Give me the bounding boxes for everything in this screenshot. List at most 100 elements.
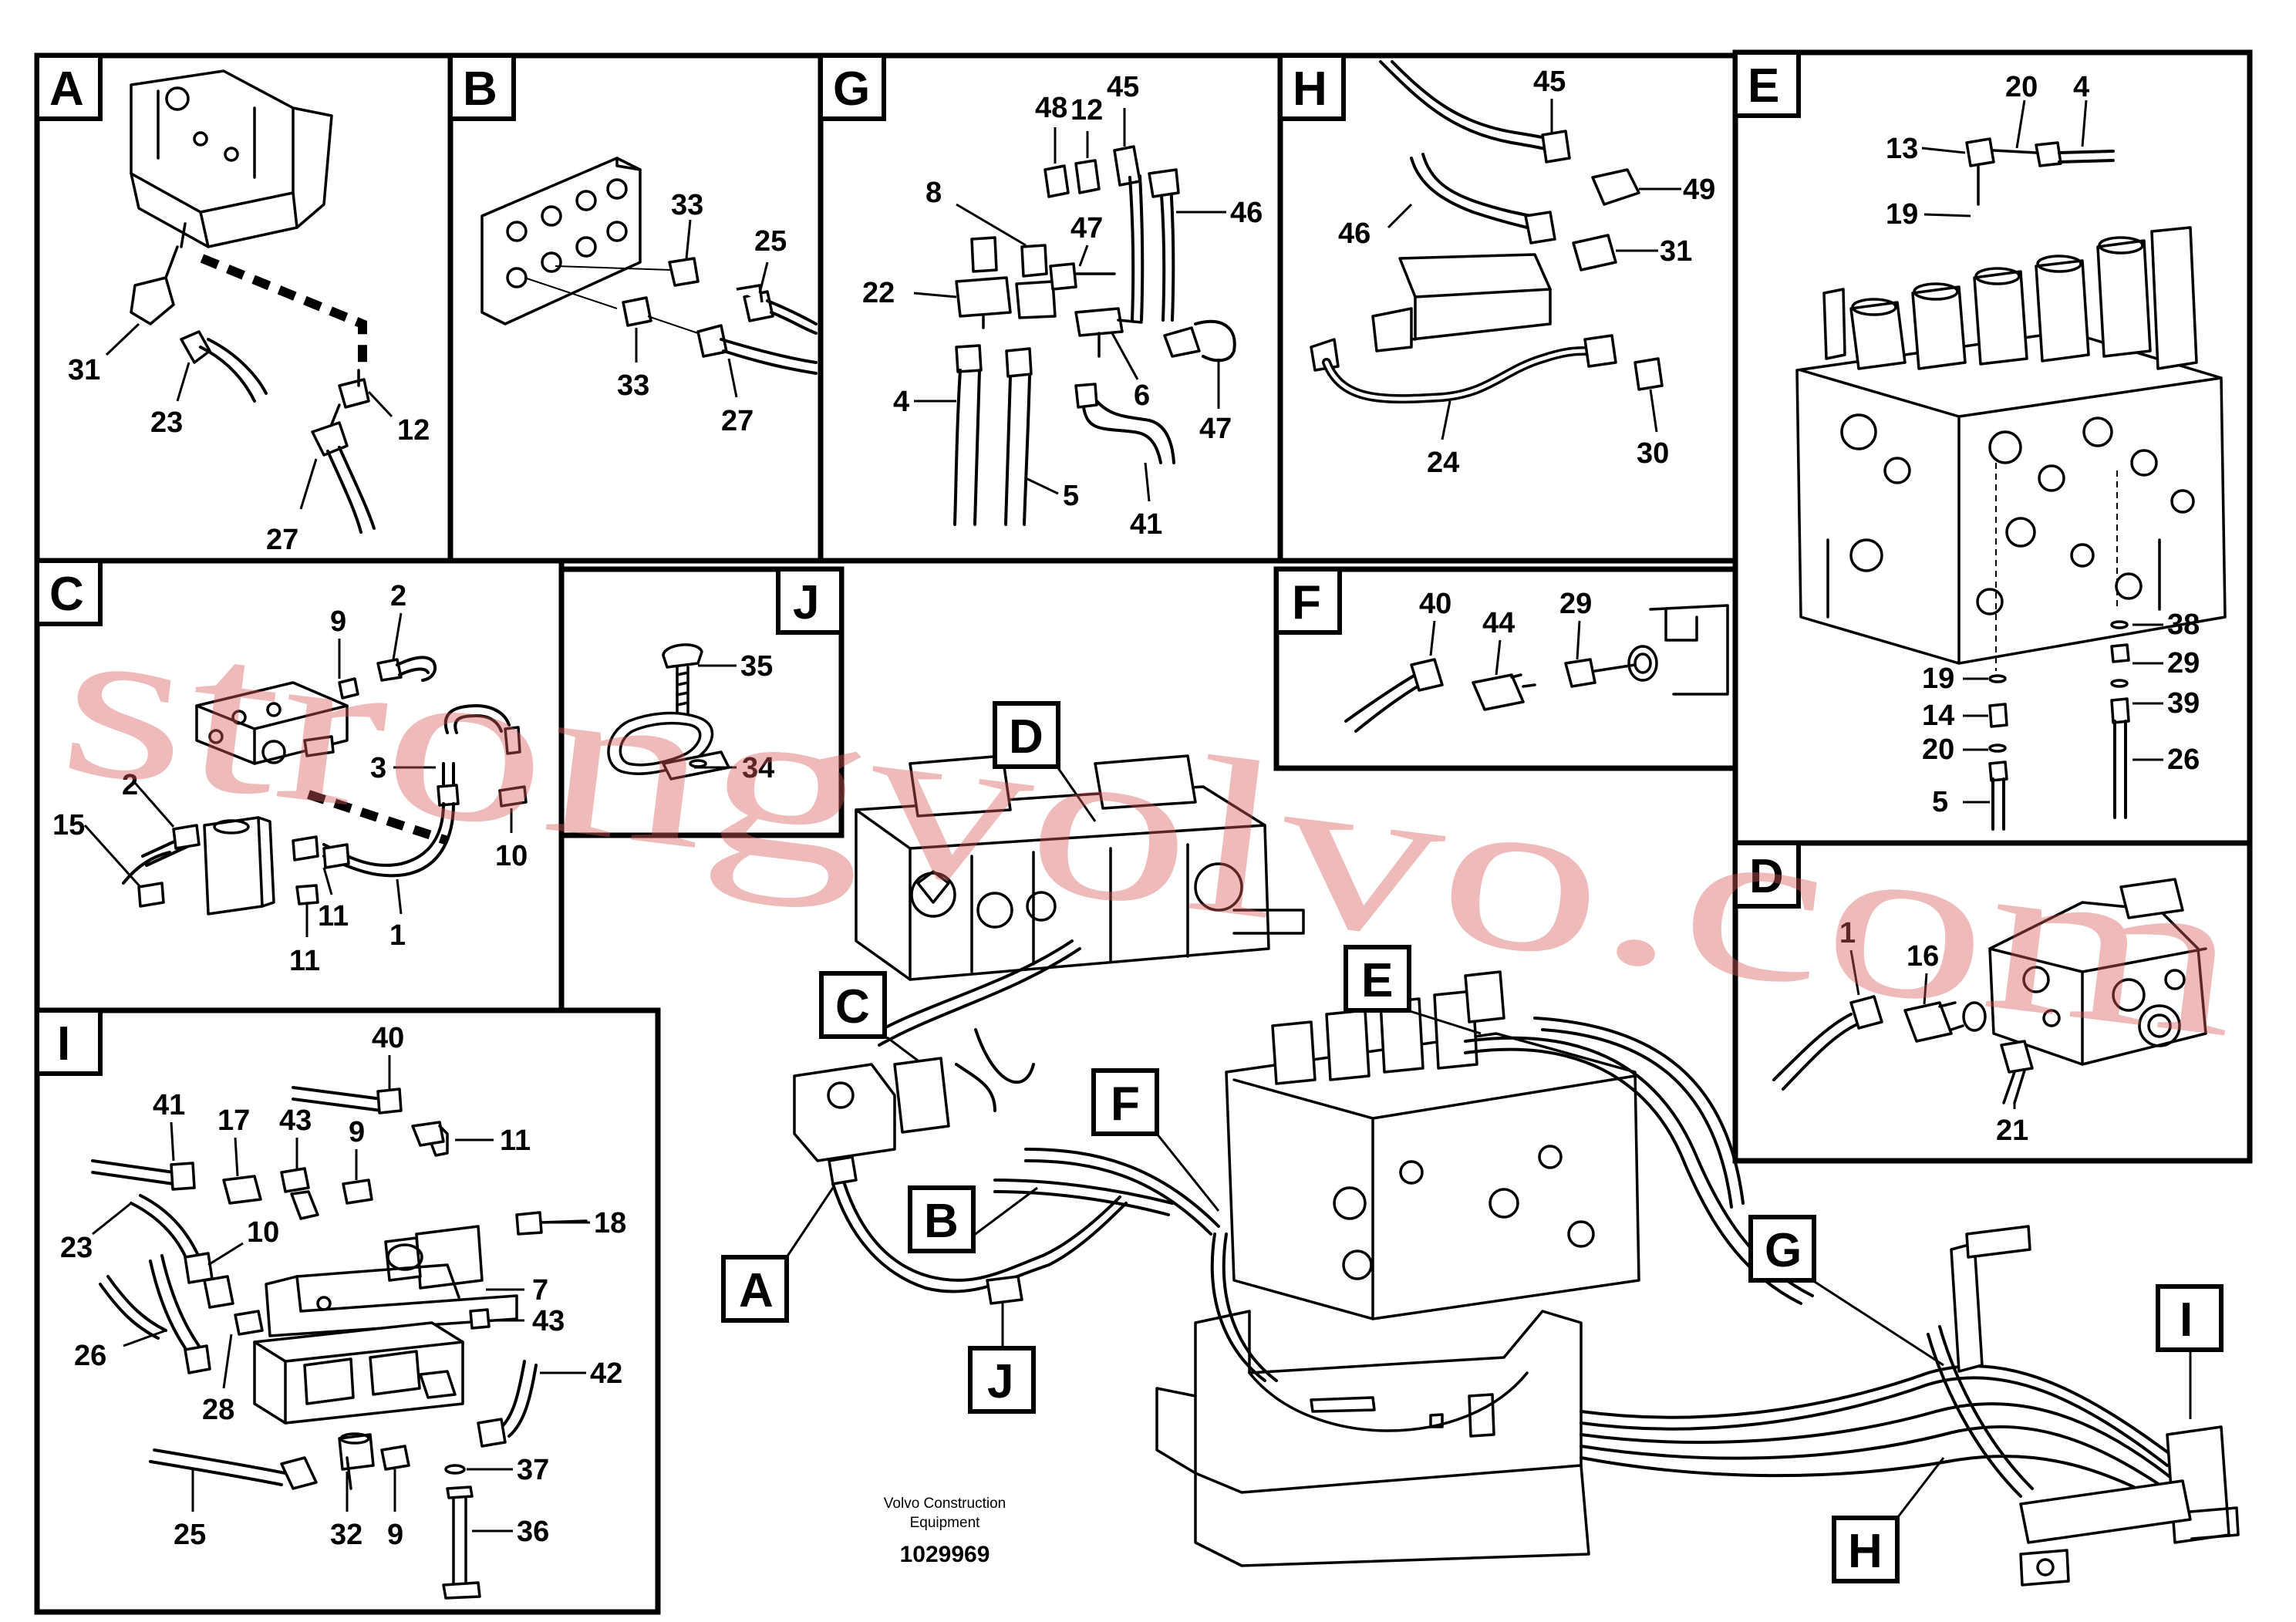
panel-h-number: 49 (1683, 174, 1715, 206)
panel-d-number: 21 (1996, 1114, 2028, 1147)
panel-i-number: 28 (202, 1394, 234, 1426)
panel-j: J 35 34 (558, 566, 845, 838)
panel-c-number: 1 (389, 919, 406, 952)
panel-h-label: H (1293, 62, 1327, 116)
panel-b-artwork (480, 157, 818, 375)
panel-i-number: 11 (500, 1125, 531, 1157)
panel-e-artwork (1795, 137, 2227, 831)
panel-c-label: C (49, 568, 84, 621)
panel-b-number: 25 (754, 225, 787, 258)
panel-e-number: 4 (2073, 71, 2089, 103)
panel-j-number: 35 (740, 650, 773, 683)
panel-g-number: 48 (1035, 92, 1067, 124)
panel-f-artwork (1344, 604, 1729, 733)
panel-e-number: 14 (1922, 700, 1954, 732)
panel-i-number: 17 (217, 1104, 250, 1137)
panel-i-number: 26 (74, 1340, 106, 1372)
panel-i-number: 9 (387, 1519, 403, 1551)
panel-h-artwork (1310, 60, 1664, 404)
callout-g: G (1765, 1224, 1802, 1277)
panel-i-label: I (57, 1017, 70, 1071)
callout-f: F (1111, 1077, 1140, 1131)
panel-g-artwork (953, 145, 1236, 526)
panel-c: C 9 2 3 2 15 10 11 1 11 (34, 558, 565, 1013)
panel-c-number: 2 (390, 580, 406, 612)
panel-i-number: 42 (590, 1357, 622, 1390)
panel-d-artwork (1772, 878, 2207, 1104)
panel-c-number: 3 (370, 752, 386, 784)
panel-e-number: 20 (2005, 71, 2038, 103)
panel-e-number: 39 (2167, 687, 2200, 720)
panel-h-number: 31 (1660, 235, 1692, 268)
panel-a-number: 12 (397, 414, 430, 447)
panel-i-number: 40 (372, 1022, 404, 1054)
panel-a-artwork (130, 69, 376, 534)
panel-b-label: B (463, 62, 497, 116)
panel-h-number: 24 (1427, 447, 1459, 479)
panel-d: D 1 16 21 (1732, 840, 2253, 1164)
panel-c-number: 10 (495, 840, 528, 872)
panel-b-number: 27 (721, 405, 754, 437)
panel-i-number: 43 (532, 1305, 565, 1337)
panel-b-number: 33 (671, 189, 703, 221)
panel-a-number: 31 (68, 354, 100, 386)
panel-c-number: 2 (122, 769, 138, 801)
panel-c-artwork (122, 656, 528, 916)
panel-i-artwork (91, 1086, 588, 1600)
panel-e-number: 13 (1886, 133, 1918, 165)
panel-e-number: 26 (2167, 744, 2200, 776)
panel-i-number: 18 (594, 1207, 626, 1239)
panel-h-number: 46 (1338, 218, 1371, 250)
panel-g-number: 6 (1134, 379, 1150, 412)
panel-d-number: 1 (1839, 917, 1856, 949)
panel-d-number: 16 (1907, 940, 1939, 973)
callout-h: H (1848, 1525, 1883, 1578)
panel-g-number: 5 (1063, 480, 1079, 512)
panel-a-number: 27 (266, 524, 298, 556)
panel-j-number: 34 (742, 752, 774, 784)
panel-i-number: 41 (153, 1089, 185, 1121)
panel-e-number: 5 (1932, 786, 1948, 818)
panel-g-number: 22 (862, 277, 895, 309)
panel-b-number: 33 (617, 369, 649, 402)
panel-b: B 33 25 33 27 (447, 52, 824, 564)
panel-g-number: 46 (1230, 197, 1263, 229)
panel-a-number: 23 (150, 406, 183, 439)
panel-f-number: 40 (1419, 588, 1451, 620)
panel-g-label: G (833, 62, 870, 116)
panel-i: I 40 41 17 43 9 11 18 23 10 7 43 26 28 4… (34, 1007, 661, 1615)
panel-i-number: 36 (517, 1516, 549, 1548)
panel-e-number: 19 (1886, 198, 1918, 231)
main-assembly (793, 754, 2240, 1587)
panel-i-number: 23 (60, 1232, 93, 1264)
panel-a-label: A (49, 62, 84, 116)
caption-company: Volvo Construction (884, 1496, 1006, 1512)
panel-e-number: 20 (1922, 733, 1954, 766)
panel-g: G 48 12 45 8 47 46 22 6 47 4 5 41 (818, 52, 1283, 564)
callout-c: C (835, 980, 870, 1034)
panel-i-number: 25 (174, 1519, 206, 1551)
panel-g-number: 47 (1199, 413, 1232, 445)
panel-c-number: 9 (330, 605, 346, 638)
panel-g-number: 45 (1107, 71, 1139, 103)
panel-h-number: 30 (1637, 437, 1669, 470)
panel-f-number: 44 (1482, 607, 1515, 639)
callout-a: A (739, 1264, 774, 1317)
panel-e-label: E (1748, 59, 1779, 113)
panel-i-number: 32 (330, 1519, 362, 1551)
panel-i-number: 43 (279, 1104, 312, 1137)
panel-i-number: 9 (349, 1116, 365, 1148)
panel-g-number: 8 (925, 177, 942, 209)
callout-d: D (1009, 710, 1043, 764)
caption: Volvo Construction Equipment 1029969 (884, 1496, 1006, 1567)
caption-company-line2: Equipment (910, 1515, 981, 1531)
panel-c-number: 15 (52, 809, 85, 841)
panel-d-label: D (1749, 850, 1784, 903)
panel-a: A 31 23 12 27 (34, 52, 453, 564)
panel-f-label: F (1292, 576, 1321, 629)
panel-c-number: 11 (318, 900, 349, 932)
panel-j-label: J (793, 576, 819, 629)
panel-f: F 40 44 29 (1273, 566, 1738, 771)
